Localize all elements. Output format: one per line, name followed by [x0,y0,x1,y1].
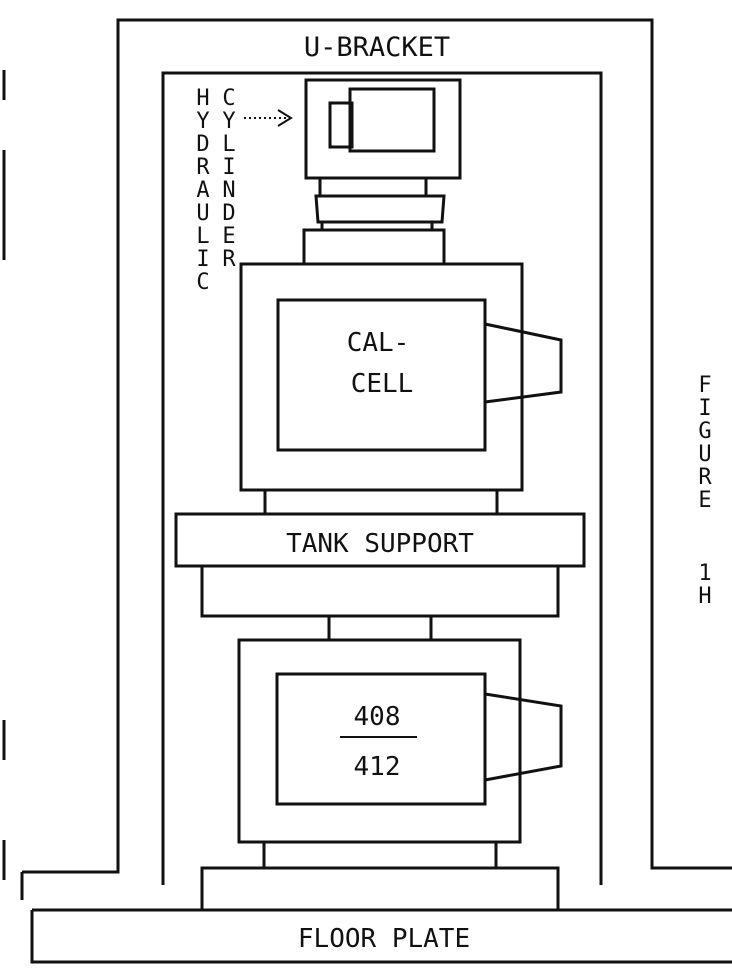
hydraulic-cylinder [302,78,462,266]
tank-support-base [200,564,560,618]
figure-letter: H [698,584,711,609]
cal-cell-label-line2: CELL [351,369,414,399]
floor-plate [30,908,732,964]
floor-plate-label: FLOOR PLATE [298,924,470,954]
cal-cell-label-line1: CAL- [347,328,410,358]
figure-number: 1 [698,561,711,586]
cal-cell-unit: CAL- CELL [239,262,563,516]
u-bracket-outer [20,18,732,900]
gauge-top-value: 408 [354,702,401,732]
u-bracket-label: U-BRACKET [304,32,450,63]
base-block [200,866,560,912]
gauge-bottom-value: 412 [354,752,401,782]
tank-support-neck [327,614,433,642]
u-bracket-inner [161,71,603,885]
gauge-unit: 408 412 [237,638,563,870]
pointer-arrowhead [277,109,293,127]
tank-support-label: TANK SUPPORT [286,529,474,559]
